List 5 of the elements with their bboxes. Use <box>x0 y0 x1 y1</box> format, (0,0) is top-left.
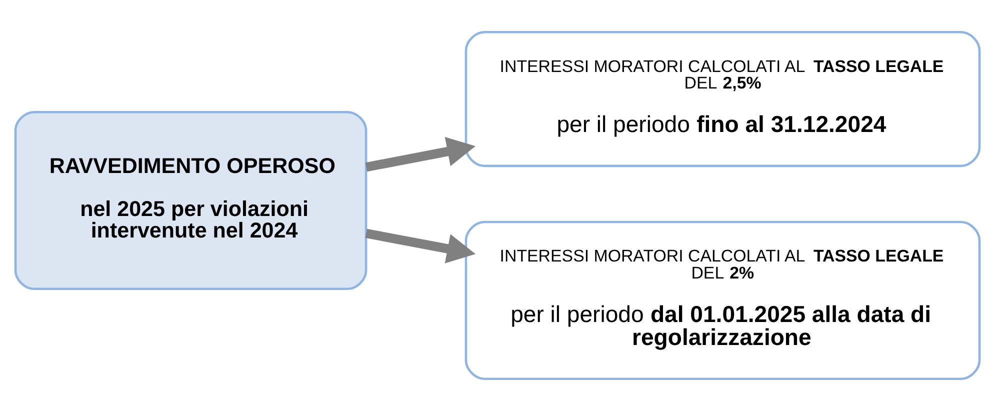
node-box: INTERESSI MORATORI CALCOLATI AL TASSO LEGALE DEL 2% per il periodo dal 01.01.2025 alla data di regolarizzazione <box>464 220 981 380</box>
arrow <box>365 228 476 263</box>
arrow <box>365 136 476 172</box>
node-box: RAVVEDIMENTO OPEROSO nel 2025 per violazioni intervenute nel 2024 <box>14 110 368 290</box>
node-box: INTERESSI MORATORI CALCOLATI AL TASSO LEGALE DEL 2,5% per il periodo fino al 31.12.2024 <box>464 30 981 167</box>
